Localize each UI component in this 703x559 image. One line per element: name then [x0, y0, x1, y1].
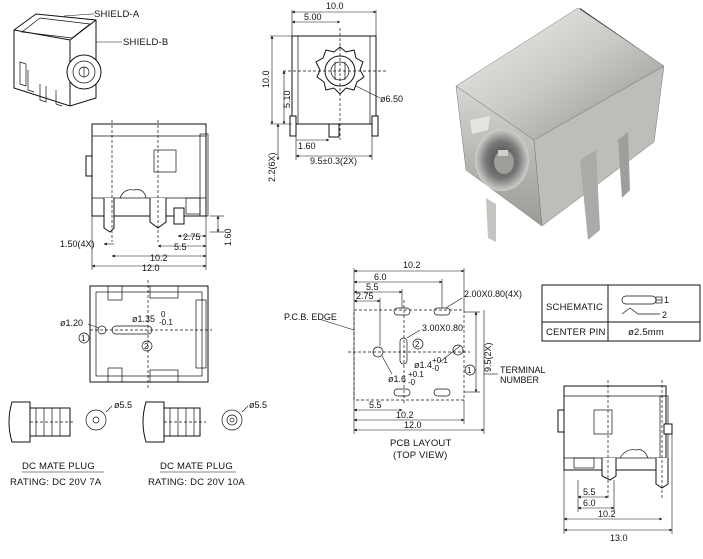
front-pin-length-dim: 2.2(6X) [267, 152, 277, 182]
front-view-dimensions [270, 10, 381, 161]
schematic-table [541, 284, 701, 342]
center-pin-label: CENTER PIN [546, 327, 606, 338]
side-d55-dim: 5.5 [174, 242, 187, 252]
pcb-layout [348, 300, 470, 404]
side-pin-width-dim: 1.50(4X) [60, 239, 95, 249]
side-d102-dim: 10.2 [150, 253, 168, 263]
pcb-side-95: 9.5(2X) [483, 342, 493, 372]
pcb-slot-300: 3.00X0.80 [422, 323, 463, 333]
pcb-layout-title: PCB LAYOUT [390, 438, 451, 449]
front-width-dim: 10.0 [326, 1, 344, 11]
pcb-hole-14: ø1.4 [414, 360, 432, 370]
right-side-view [557, 380, 673, 500]
product-photo [455, 7, 665, 242]
bottom-view [89, 280, 212, 388]
bottom-hole-135-tol-minus: -0.1 [159, 318, 173, 327]
bottom-hole-120: ø1.20 [60, 318, 83, 328]
pin1-marker-bottom [78, 332, 90, 344]
pcb-d60: 6.0 [374, 272, 387, 282]
pcb-hole-16-tol-plus: +0.1 [408, 370, 424, 379]
pcb-bot-120: 12.0 [404, 420, 422, 430]
pcb-hole-16: ø1.6 [388, 374, 406, 384]
schematic-pin1: 1 [664, 295, 669, 305]
terminal-number-label-1: TERMINAL [500, 365, 546, 375]
pcb-hole-14-tol-plus: +0.1 [432, 356, 448, 365]
plug2-rating: RATING: DC 20V 10A [148, 477, 245, 488]
plug1-title: DC MATE PLUG [22, 461, 95, 472]
front-height-dim: 10.0 [261, 70, 271, 88]
side-d160-dim: 1.60 [223, 228, 233, 246]
plug1-rating: RATING: DC 20V 7A [10, 477, 102, 488]
shield-a-label: SHIELD-A [94, 9, 140, 20]
pin1-label-bottom: 1 [81, 334, 86, 343]
pcb-d55: 5.5 [366, 282, 379, 292]
isometric-sketch [13, 13, 122, 107]
right-d60: 6.0 [583, 498, 596, 508]
plug2-dia: ø5.5 [249, 400, 267, 410]
side-view-dimensions [91, 215, 224, 270]
pin2-label-bottom: 2 [144, 342, 149, 351]
front-half-width-dim: 5.00 [304, 12, 322, 22]
pin1-label-pcb: 1 [467, 366, 472, 375]
pcb-bot-55: 5.5 [369, 400, 382, 410]
front-half-height-dim: 5.10 [282, 90, 292, 108]
right-d55: 5.5 [583, 487, 596, 497]
shield-b-label: SHIELD-B [123, 37, 168, 48]
plug2-title: DC MATE PLUG [160, 461, 233, 472]
pcb-hole-16-tol-minus: -0 [408, 378, 416, 387]
terminal-number-label-2: NUMBER [500, 375, 540, 385]
mate-plug-1 [8, 401, 113, 443]
pcb-bot-102: 10.2 [396, 410, 414, 420]
pin2-marker-bottom [141, 340, 153, 352]
schematic-pin2: 2 [662, 310, 667, 320]
pcb-d275: 2.75 [356, 291, 374, 301]
pin1-marker-pcb [464, 364, 476, 376]
right-side-dimensions [563, 434, 673, 534]
bottom-hole-135-tol-plus: 0 [161, 310, 166, 319]
side-d275-dim: 2.75 [183, 232, 201, 242]
front-pin-dim: 1.60 [298, 141, 316, 151]
pin2-marker-pcb [412, 338, 424, 350]
pcb-layout-subtitle: (TOP VIEW) [393, 450, 447, 461]
bottom-hole-120-leader [87, 323, 100, 329]
front-hole-dia: ø6.50 [380, 94, 403, 104]
front-view [283, 28, 386, 140]
side-d120-dim: 12.0 [142, 263, 160, 273]
right-d130: 13.0 [610, 533, 628, 543]
center-pin-value: ø2.5mm [628, 327, 664, 338]
schematic-label: SCHEMATIC [546, 302, 603, 313]
right-d102: 10.2 [598, 509, 616, 519]
pin2-label-pcb: 2 [415, 340, 420, 349]
mate-plug-2 [142, 401, 249, 443]
pcb-d102-top: 10.2 [403, 260, 421, 270]
front-pitch-dim: 9.5±0.3(2X) [310, 156, 357, 166]
pcb-dimensions [321, 268, 498, 434]
side-view [85, 120, 209, 242]
bottom-hole-135: ø1.35 [132, 314, 155, 324]
pcb-hole-14-tol-minus: -0 [432, 364, 440, 373]
plug1-dia: ø5.5 [114, 400, 132, 410]
pcb-edge-label: P.C.B. EDGE [284, 312, 337, 322]
pcb-slot-4x: 2.00X0.80(4X) [464, 289, 522, 299]
